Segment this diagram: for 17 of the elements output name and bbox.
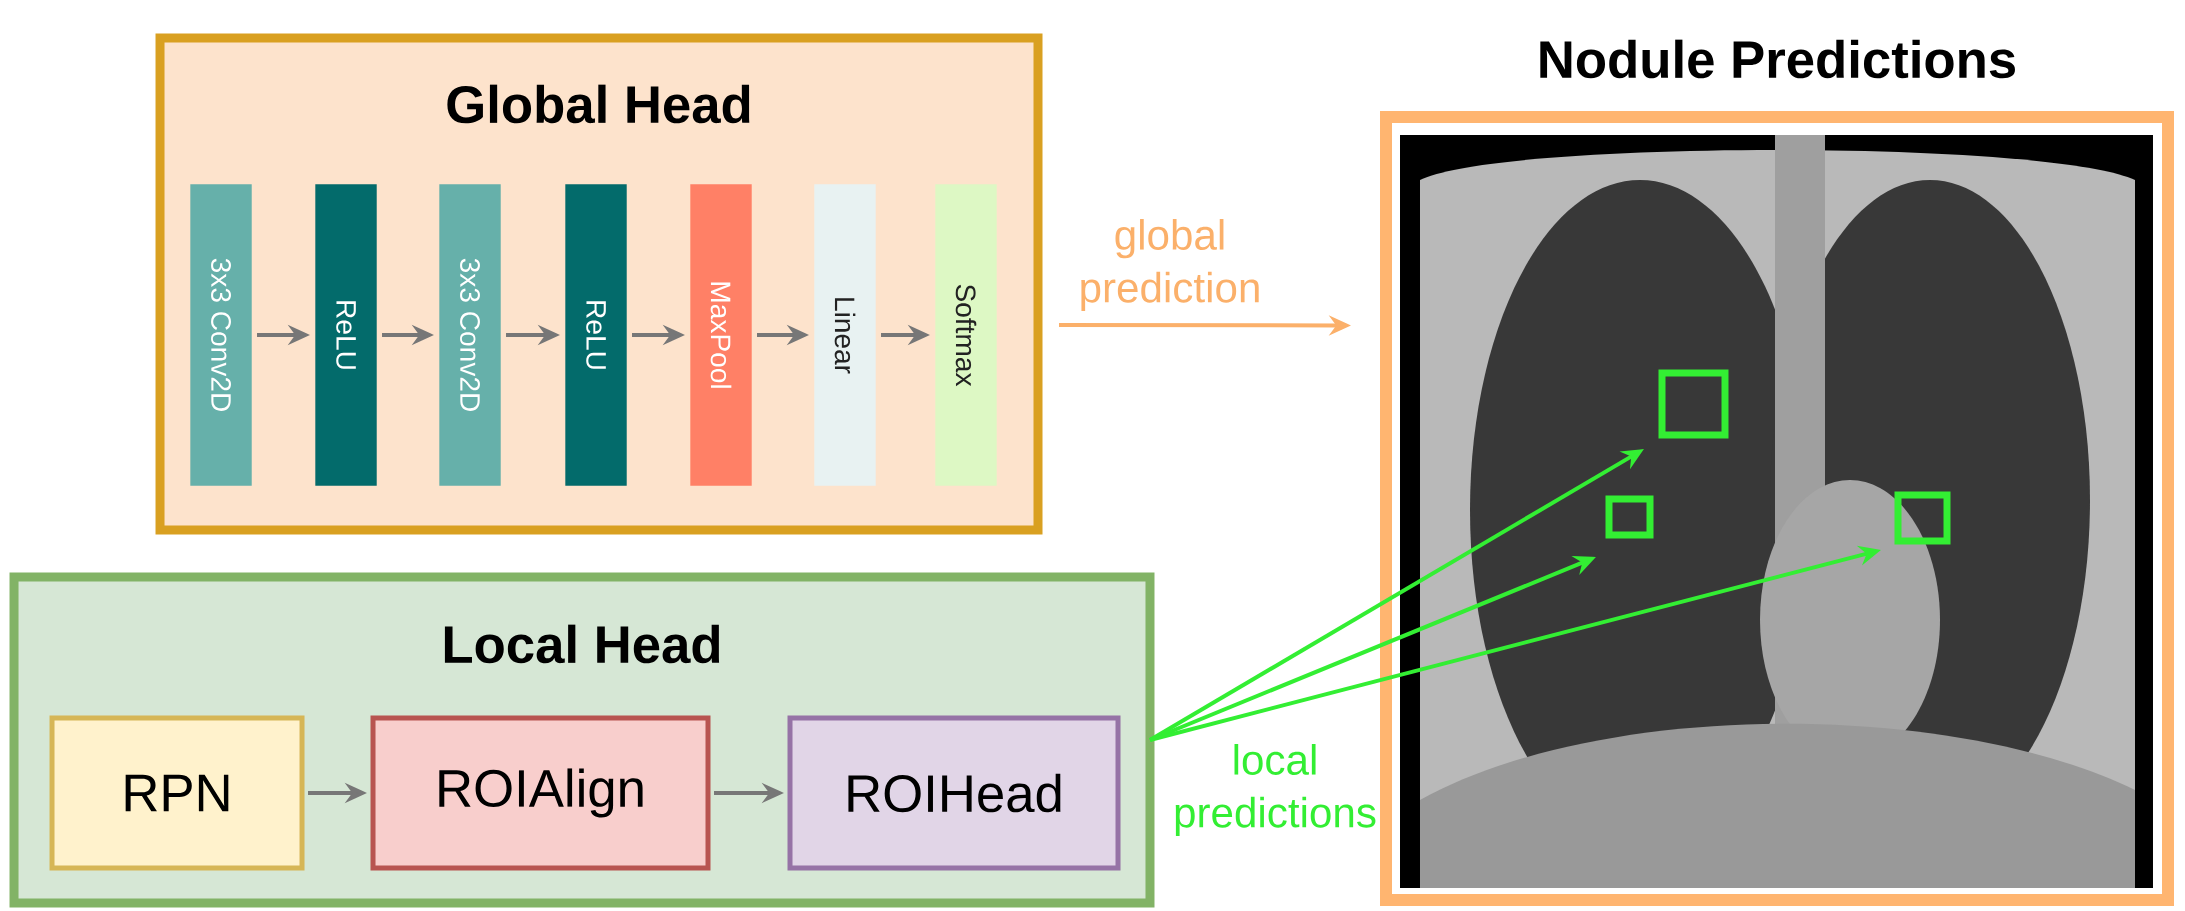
layer-block: ReLU	[565, 184, 627, 486]
edge-label: local predictions	[1175, 744, 1376, 836]
layer-block: Linear	[814, 184, 876, 486]
layer-block: 3x3 Conv2D	[190, 184, 252, 486]
layer-block: MaxPool	[690, 184, 752, 486]
layer-block: 3x3 Conv2D	[439, 184, 501, 486]
detection-box	[1894, 491, 1951, 545]
detection-box	[1605, 495, 1654, 539]
xray-drawing: Nodule Predictions	[1380, 39, 2174, 906]
node-label: Nodule Predictions	[1540, 39, 2015, 79]
process-box: ROIAlign	[370, 715, 711, 871]
edge-label: global prediction	[1081, 219, 1259, 312]
process-box: ROIHead	[787, 715, 1121, 871]
process-box: RPN	[49, 715, 305, 871]
detection-box	[1658, 369, 1729, 439]
layer-block: Softmax	[935, 184, 997, 486]
layer-block: ReLU	[315, 184, 377, 486]
